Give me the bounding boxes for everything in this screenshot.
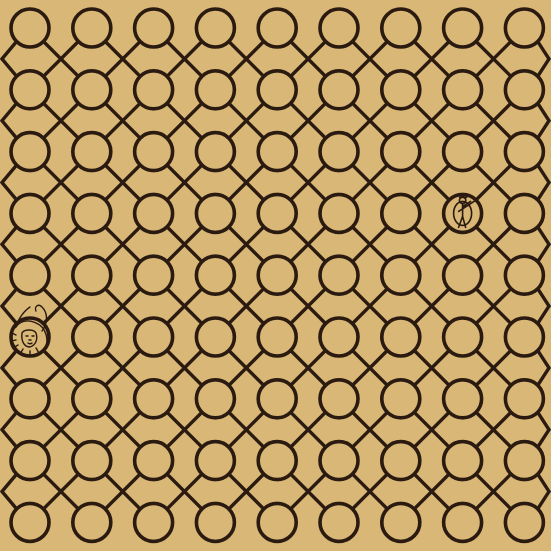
board-cell-r0-c0[interactable] (11, 9, 49, 47)
board-cell-r6-c4[interactable] (258, 380, 296, 418)
board-cell-r1-c7[interactable] (444, 71, 482, 109)
board-cell-r0-c7[interactable] (444, 9, 482, 47)
board-cell-r1-c3[interactable] (196, 71, 234, 109)
board-cell-r2-c8[interactable] (505, 133, 543, 171)
board-cell-r7-c6[interactable] (382, 442, 420, 480)
board-cell-r8-c8[interactable] (505, 503, 543, 541)
board-cell-r8-c0[interactable] (11, 503, 49, 541)
board-cell-r3-c1[interactable] (73, 194, 111, 232)
board-cell-r1-c0[interactable] (11, 71, 49, 109)
board-cell-r2-c4[interactable] (258, 133, 296, 171)
board-cell-r7-c7[interactable] (444, 442, 482, 480)
board-cell-r7-c0[interactable] (11, 442, 49, 480)
board-cell-r3-c0[interactable] (11, 194, 49, 232)
board-cell-r2-c0[interactable] (11, 133, 49, 171)
board-cell-r5-c7[interactable] (444, 318, 482, 356)
board-cell-r3-c2[interactable] (135, 194, 173, 232)
board-cell-r2-c1[interactable] (73, 133, 111, 171)
board-cell-r8-c6[interactable] (382, 503, 420, 541)
board-cell-r6-c7[interactable] (444, 380, 482, 418)
board-cell-r7-c5[interactable] (320, 442, 358, 480)
board-cell-r0-c2[interactable] (135, 9, 173, 47)
board-cell-r4-c1[interactable] (73, 256, 111, 294)
board-cell-r6-c6[interactable] (382, 380, 420, 418)
board-cell-r1-c2[interactable] (135, 71, 173, 109)
board-cell-r4-c3[interactable] (196, 256, 234, 294)
board-cell-r0-c3[interactable] (196, 9, 234, 47)
board-cell-r1-c5[interactable] (320, 71, 358, 109)
board-cell-r6-c3[interactable] (196, 380, 234, 418)
board-cell-r4-c2[interactable] (135, 256, 173, 294)
board-cell-r1-c1[interactable] (73, 71, 111, 109)
board-cell-r3-c8[interactable] (505, 194, 543, 232)
board-cell-r8-c1[interactable] (73, 503, 111, 541)
board-cell-r4-c8[interactable] (505, 256, 543, 294)
board-cell-r0-c1[interactable] (73, 9, 111, 47)
board-cell-r3-c4[interactable] (258, 194, 296, 232)
board-cell-r4-c6[interactable] (382, 256, 420, 294)
board-cell-r6-c0[interactable] (11, 380, 49, 418)
board-cell-r3-c3[interactable] (196, 194, 234, 232)
board-cell-r7-c3[interactable] (196, 442, 234, 480)
board-cell-r0-c4[interactable] (258, 9, 296, 47)
board-cell-r5-c1[interactable] (73, 318, 111, 356)
board-cell-r8-c7[interactable] (444, 503, 482, 541)
board-cell-r3-c6[interactable] (382, 194, 420, 232)
board-cell-r2-c6[interactable] (382, 133, 420, 171)
board-cell-r8-c2[interactable] (135, 503, 173, 541)
board-cell-r4-c4[interactable] (258, 256, 296, 294)
board-cell-r7-c1[interactable] (73, 442, 111, 480)
board-cell-r2-c3[interactable] (196, 133, 234, 171)
board-cell-r5-c5[interactable] (320, 318, 358, 356)
board-cell-r5-c8[interactable] (505, 318, 543, 356)
board-cell-r1-c8[interactable] (505, 71, 543, 109)
board-cell-r2-c2[interactable] (135, 133, 173, 171)
board-cell-r0-c8[interactable] (505, 9, 543, 47)
board-cell-r0-c6[interactable] (382, 9, 420, 47)
board-cell-r8-c5[interactable] (320, 503, 358, 541)
board-cell-r1-c4[interactable] (258, 71, 296, 109)
board-cell-r4-c5[interactable] (320, 256, 358, 294)
board-cell-r6-c8[interactable] (505, 380, 543, 418)
board-cell-r6-c2[interactable] (135, 380, 173, 418)
board-cell-r2-c5[interactable] (320, 133, 358, 171)
board-cell-r1-c6[interactable] (382, 71, 420, 109)
board-cell-r6-c5[interactable] (320, 380, 358, 418)
board-cell-r3-c5[interactable] (320, 194, 358, 232)
board-cell-r7-c4[interactable] (258, 442, 296, 480)
board-cell-r2-c7[interactable] (444, 133, 482, 171)
board-cell-r5-c6[interactable] (382, 318, 420, 356)
board-cell-r4-c0[interactable] (11, 256, 49, 294)
board-cell-r8-c4[interactable] (258, 503, 296, 541)
board-cell-r0-c5[interactable] (320, 9, 358, 47)
board-cell-r7-c8[interactable] (505, 442, 543, 480)
board-cell-r5-c3[interactable] (196, 318, 234, 356)
board-cell-r4-c7[interactable] (444, 256, 482, 294)
board-cells (11, 9, 543, 541)
board-cell-r6-c1[interactable] (73, 380, 111, 418)
board-cell-r7-c2[interactable] (135, 442, 173, 480)
board-cell-r5-c4[interactable] (258, 318, 296, 356)
board-cell-r8-c3[interactable] (196, 503, 234, 541)
board-cell-r5-c2[interactable] (135, 318, 173, 356)
